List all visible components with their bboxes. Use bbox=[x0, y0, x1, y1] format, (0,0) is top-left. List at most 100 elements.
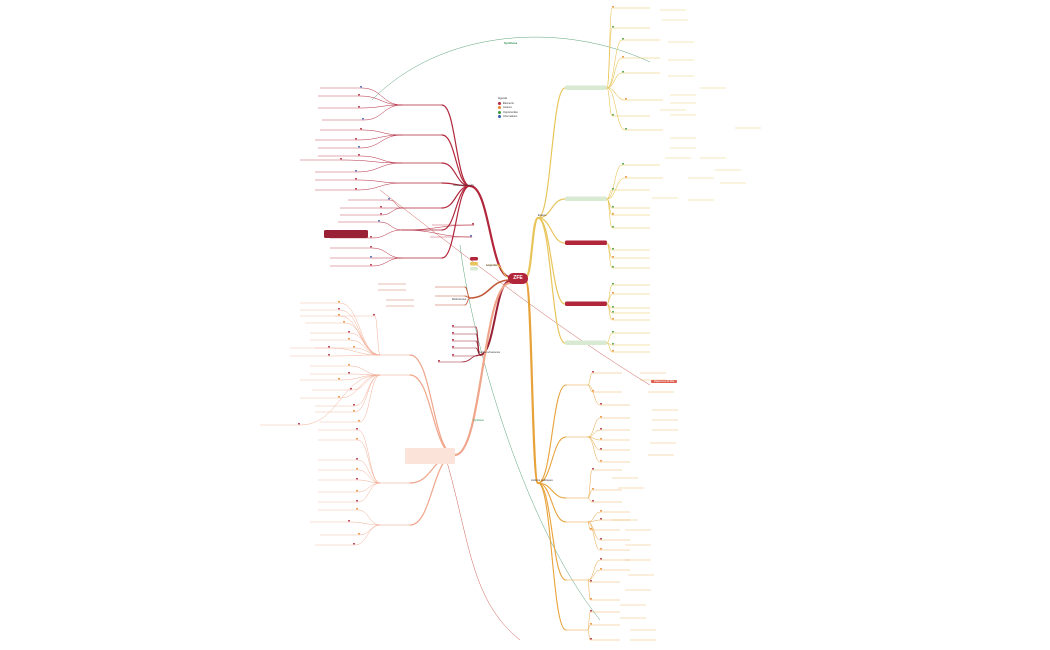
branch-label-references[interactable]: Références bbox=[452, 297, 467, 301]
branch-label-actions[interactable]: Actions politiques bbox=[531, 478, 553, 482]
bullet-marker bbox=[612, 349, 614, 352]
bullet-marker bbox=[380, 212, 382, 215]
accompagnement-note-box[interactable] bbox=[405, 448, 455, 464]
leaf-connector bbox=[587, 629, 591, 641]
sub-branch-accompagnement bbox=[409, 374, 456, 456]
bullet-marker bbox=[612, 305, 614, 308]
bullet-marker bbox=[600, 567, 602, 570]
leaf-connector bbox=[587, 417, 601, 438]
branch-accompagnement bbox=[453, 281, 512, 457]
leaf-connector bbox=[359, 155, 403, 164]
bullet-marker bbox=[355, 177, 357, 180]
leaf-connector bbox=[356, 182, 403, 191]
legend-chip[interactable] bbox=[470, 262, 478, 266]
bullet-marker bbox=[355, 187, 357, 190]
sub-branch-actions bbox=[537, 436, 567, 484]
leaf-connector bbox=[401, 224, 475, 231]
bullet-marker bbox=[328, 353, 330, 356]
bullet-marker bbox=[353, 409, 355, 412]
leaf-connector bbox=[606, 87, 613, 117]
bullet-marker bbox=[356, 457, 358, 460]
leaf-connector bbox=[357, 429, 381, 484]
legend-chip[interactable] bbox=[470, 267, 478, 271]
legend-label: Éléments bbox=[503, 102, 514, 105]
cross-link-label[interactable]: Synthèse bbox=[473, 419, 484, 422]
enjeux-topic-box[interactable] bbox=[565, 301, 607, 307]
bullet-marker bbox=[612, 291, 614, 294]
bullet-marker bbox=[353, 542, 355, 545]
bullet-marker bbox=[612, 212, 614, 215]
legend-item: Informations bbox=[498, 114, 518, 118]
leaf-connector bbox=[339, 315, 381, 356]
bullet-marker bbox=[612, 25, 614, 28]
branch-references bbox=[469, 279, 511, 299]
bullet-marker bbox=[590, 527, 592, 530]
leaf-connector bbox=[587, 489, 593, 499]
enjeux-topic-box[interactable] bbox=[565, 240, 607, 246]
enjeux-topic-box[interactable] bbox=[565, 196, 607, 202]
legend-title: légende bbox=[498, 97, 508, 100]
bullet-marker bbox=[590, 609, 592, 612]
legend-color-dot bbox=[498, 110, 501, 114]
bullet-marker bbox=[356, 477, 358, 480]
bullet-marker bbox=[612, 282, 614, 285]
bullet-marker bbox=[348, 337, 350, 340]
leaf-connector bbox=[606, 198, 613, 229]
leaf-connector bbox=[357, 459, 381, 484]
sub-branch-accompagnement bbox=[409, 354, 456, 456]
leaf-connector bbox=[361, 129, 403, 136]
leaf-connector bbox=[359, 95, 403, 106]
legend-label: Opportunités bbox=[503, 110, 518, 114]
leaf-connector bbox=[356, 162, 403, 173]
bullet-marker bbox=[470, 234, 472, 237]
bullet-marker bbox=[438, 359, 440, 362]
bullet-marker bbox=[600, 509, 602, 512]
leaf-connector bbox=[587, 569, 601, 581]
leaf-connector bbox=[587, 559, 601, 581]
leaf-connector bbox=[359, 134, 403, 149]
bullet-marker bbox=[370, 263, 372, 266]
branch-label-enjeux[interactable]: Enjeux bbox=[538, 213, 547, 217]
bullet-marker bbox=[358, 93, 360, 96]
cross-link-label[interactable]: Synthèse bbox=[504, 41, 518, 45]
cross-link bbox=[371, 36, 651, 101]
leaf-connector bbox=[587, 384, 601, 406]
bullet-marker bbox=[338, 395, 340, 398]
small-legend-label[interactable]: Légende bbox=[486, 263, 497, 267]
bullet-marker bbox=[340, 157, 342, 160]
branch-label-acteurs[interactable]: Acteurs/pouvoirs bbox=[453, 183, 474, 187]
highlight-node-box[interactable] bbox=[324, 230, 368, 238]
bullet-marker bbox=[612, 265, 614, 268]
bullet-marker bbox=[348, 371, 350, 374]
bullet-marker bbox=[592, 370, 594, 373]
bullet-marker bbox=[378, 219, 380, 222]
bullet-marker bbox=[622, 162, 624, 165]
leaf-connector bbox=[371, 229, 403, 239]
leaf-connector bbox=[371, 257, 403, 267]
bullet-marker bbox=[373, 313, 375, 316]
bullet-marker bbox=[612, 247, 614, 250]
enjeux-topic-box[interactable] bbox=[565, 85, 607, 91]
enjeux-topic-box[interactable] bbox=[565, 340, 607, 346]
leaf-connector bbox=[359, 524, 381, 536]
bullet-marker bbox=[600, 557, 602, 560]
sub-branch-acteurs bbox=[441, 134, 471, 187]
branch-label-contenu[interactable]: Contenu/mesures bbox=[478, 350, 501, 354]
bullet-marker bbox=[600, 427, 602, 430]
bullet-marker bbox=[612, 113, 614, 116]
bullet-marker bbox=[328, 345, 330, 348]
bullet-marker bbox=[356, 489, 358, 492]
branch-contenu bbox=[479, 280, 511, 356]
bullet-marker bbox=[358, 105, 360, 108]
bullet-marker bbox=[612, 342, 614, 345]
sub-branch-acteurs bbox=[441, 104, 471, 187]
bullet-marker bbox=[472, 222, 474, 225]
cross-link bbox=[379, 189, 651, 386]
root-node[interactable]: ZFE bbox=[508, 273, 528, 284]
leaf-connector bbox=[329, 354, 381, 357]
leaf-connector bbox=[587, 436, 601, 463]
leaf-connector bbox=[587, 469, 593, 499]
highlight-node[interactable]: Rapport sur la ZFE bbox=[651, 380, 678, 384]
legend-chip[interactable] bbox=[470, 257, 478, 261]
